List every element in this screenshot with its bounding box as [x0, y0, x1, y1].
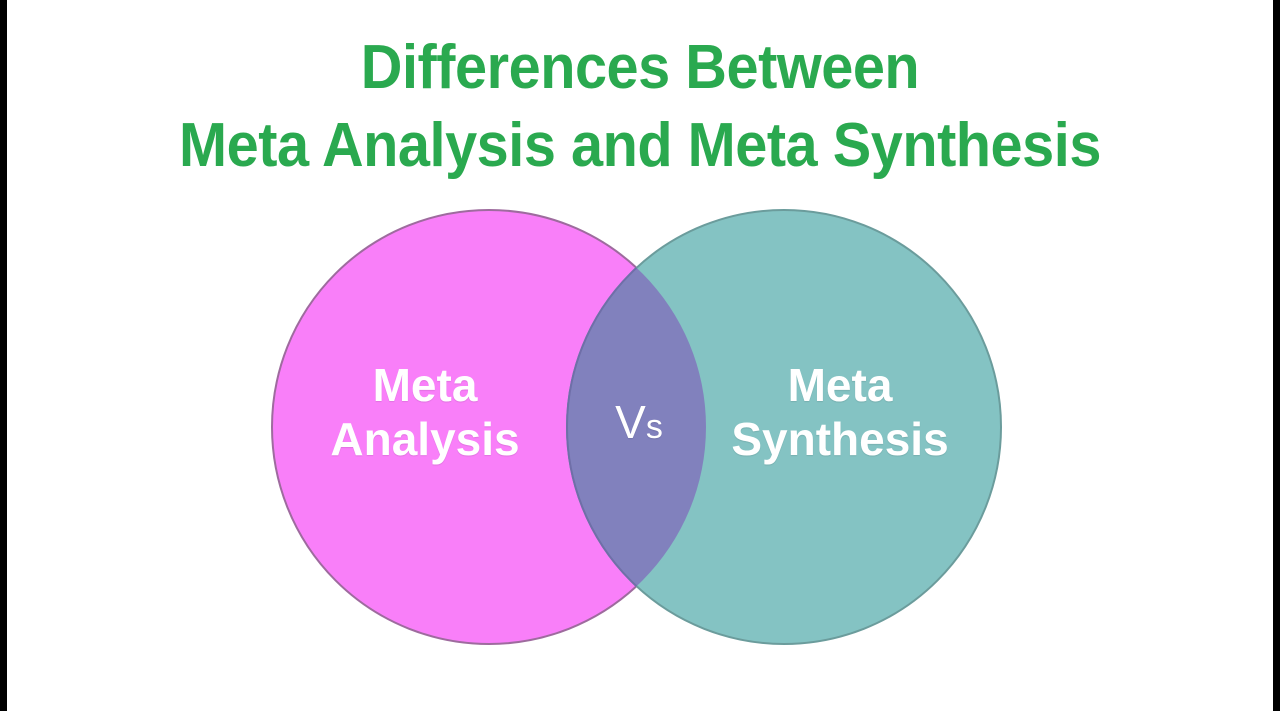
title-line-2: Meta Analysis and Meta Synthesis — [179, 111, 1101, 180]
venn-label-meta-synthesis: Meta Synthesis — [731, 359, 949, 465]
page-title: Differences Between Meta Analysis and Me… — [0, 30, 1280, 186]
vs-capital-letter: V — [615, 396, 646, 448]
letterbox-bar-left — [0, 0, 7, 711]
venn-label-vs: Vs — [584, 398, 694, 451]
vs-lowercase-letter: s — [645, 408, 663, 446]
venn-label-meta-analysis: Meta Analysis — [330, 359, 520, 465]
letterbox-bar-right — [1273, 0, 1280, 711]
venn-overlap-region[interactable] — [566, 210, 1001, 644]
title-line-1: Differences Between — [360, 33, 920, 102]
